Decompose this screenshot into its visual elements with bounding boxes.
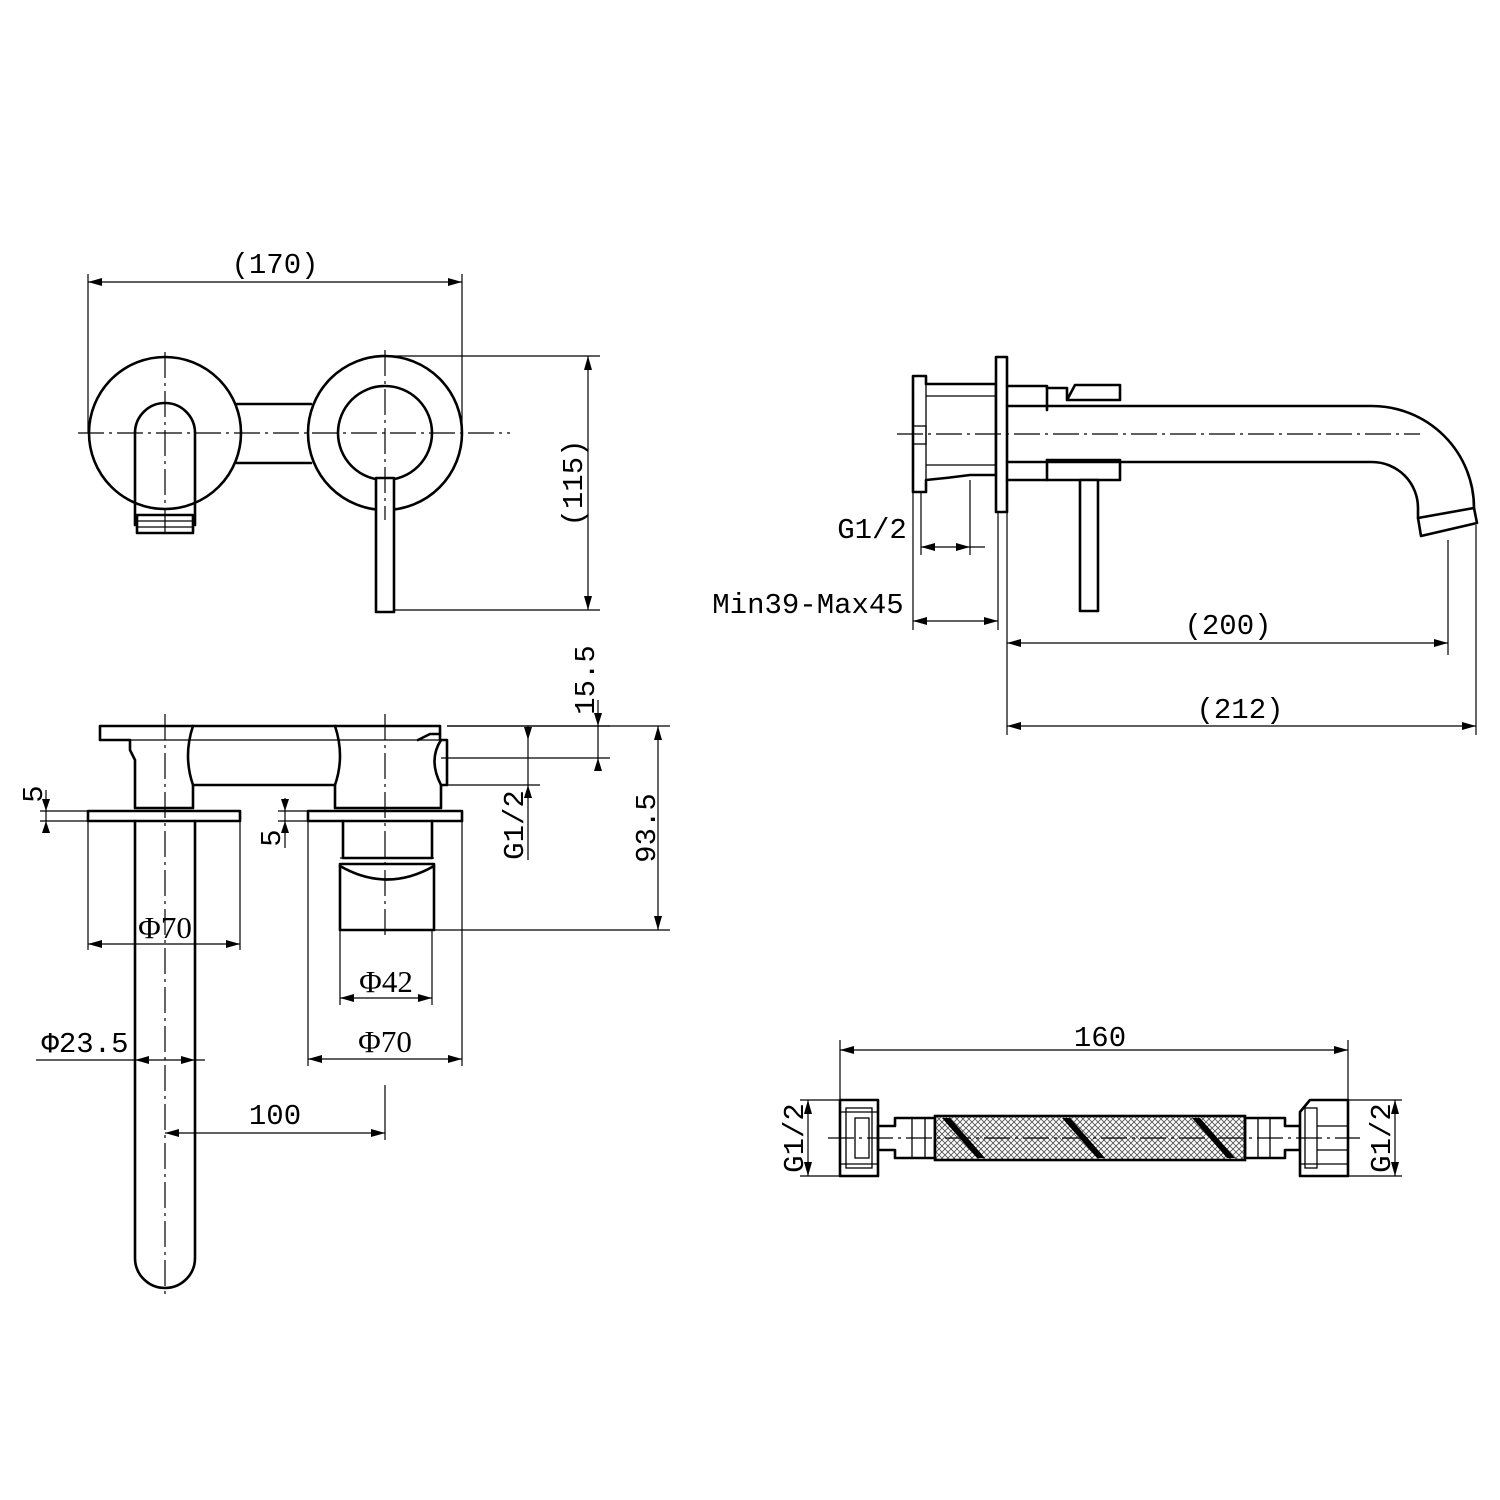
top-plate-left [86, 809, 242, 823]
dim-spout-reach-label: (200) [1184, 610, 1271, 643]
dim-hose-thread-right-label: G1/2 [1366, 1103, 1399, 1173]
top-mixer-body [341, 819, 434, 860]
dim-side-thread-label: G1/2 [837, 514, 907, 547]
handle-body [1045, 383, 1122, 402]
dim-wall-range-label: Min39-Max45 [712, 589, 903, 622]
dim-plate-dia-left-label: Φ70 [138, 910, 192, 945]
hose-view: 160 G1/2 G1/2 [779, 1022, 1402, 1178]
dim-width-label: (170) [231, 249, 318, 282]
dim-height-label: (115) [558, 439, 591, 526]
dim-spout-dia-label: Φ23.5 [41, 1028, 128, 1061]
dim-offset-left-label: 5 [18, 785, 51, 802]
dim-centers-label: 100 [249, 1100, 301, 1133]
top-view: 15.5 93.5 G1/2 5 5 Φ70 [18, 645, 670, 1295]
dim-hose-length-label: 160 [1074, 1022, 1126, 1055]
dim-top-thread-label: G1/2 [499, 790, 532, 860]
spout-outlet [1416, 506, 1479, 538]
dim-body-dia-label: Φ42 [359, 964, 413, 999]
top-spout-pipe [133, 819, 197, 1290]
front-view: (170) (115) [78, 249, 600, 614]
dim-plate-dia-right-label: Φ70 [358, 1024, 412, 1059]
dim-depth-label: 93.5 [631, 793, 664, 863]
dim-overall-reach-label: (212) [1196, 694, 1283, 727]
top-body [98, 724, 449, 810]
dim-plate-gap-label: 15.5 [570, 645, 603, 715]
dim-hose-thread-left-label: G1/2 [779, 1103, 812, 1173]
connecting-body [235, 402, 313, 465]
dim-offset-right-label: 5 [256, 829, 289, 846]
spout-side [1005, 404, 1476, 520]
side-handle-lever [1078, 478, 1100, 613]
side-view: G1/2 Min39-Max45 (200) (212) [712, 355, 1479, 735]
